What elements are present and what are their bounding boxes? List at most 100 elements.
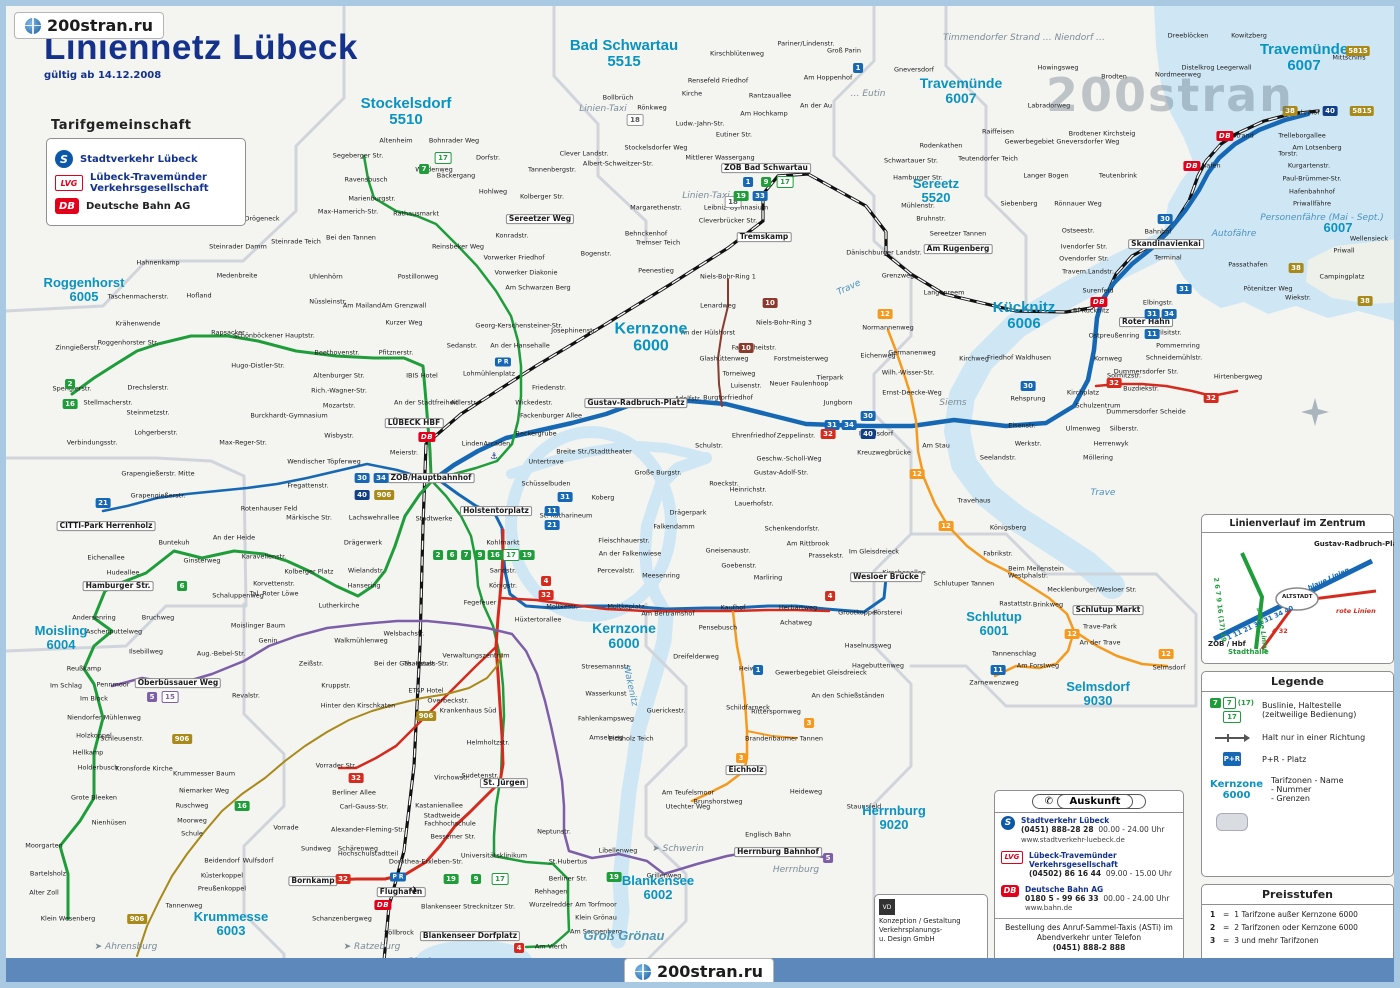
stop-label: Sandstr. bbox=[489, 566, 517, 575]
inset-red-numbers: 4 32 bbox=[1272, 627, 1288, 635]
stop-label: Dreifelderweg bbox=[673, 652, 719, 661]
stop-label: Travem.Landstr. bbox=[1062, 267, 1114, 276]
line-number-badge: 3 bbox=[804, 718, 814, 728]
stop-label: Ulmenweg bbox=[1065, 424, 1101, 433]
stop-label: Dänischburger Landstr. bbox=[846, 248, 922, 257]
stop-label: An der Trave bbox=[1079, 638, 1121, 647]
line-number-badge: 3 bbox=[736, 753, 746, 763]
line-number-badge: DB bbox=[418, 432, 436, 442]
stop-label: Hudeallee bbox=[106, 568, 140, 577]
line-number-badge: 32 bbox=[820, 429, 836, 439]
stop-label: Grote Bleeken bbox=[70, 793, 118, 802]
stop-label: Grillenweg bbox=[646, 871, 682, 880]
stop-label: Carl-Gauss-Str. bbox=[339, 802, 389, 811]
stop-label: Große Burgstr. bbox=[634, 468, 682, 477]
stop-label: Holzkoppel bbox=[76, 731, 112, 740]
stop-label: Meierstr. bbox=[389, 448, 419, 457]
stop-label: Tremskamp bbox=[736, 232, 792, 242]
stop-label: Grapengießerstr. bbox=[130, 491, 186, 500]
stop-label: Krankenhaus Süd bbox=[439, 706, 497, 715]
stop-label: Adlerstr. bbox=[450, 398, 478, 407]
stop-label: Rotenhauser Feld bbox=[240, 504, 298, 513]
db-logo-icon: DB bbox=[1001, 884, 1019, 897]
tariff-member-db: DB Deutsche Bahn AG bbox=[55, 198, 237, 214]
stop-label: Th.-Heuss-Str. bbox=[403, 659, 449, 668]
line-number-badge: 19 bbox=[733, 191, 749, 201]
line-number-badge: 21 bbox=[544, 520, 560, 530]
stop-label: Hugo-Distler-Str. bbox=[231, 361, 285, 370]
stop-label: Märkische Str. bbox=[286, 513, 332, 522]
stop-label: Klein Grönau bbox=[575, 913, 617, 922]
stop-label: Tierpark bbox=[816, 373, 844, 382]
area-label: ➤ Ahrensburg bbox=[94, 942, 158, 952]
stop-label: Hafenbahnhof bbox=[1288, 187, 1336, 196]
stop-label: Zeppelinstr. bbox=[776, 431, 816, 440]
stop-label: Roggenhorster Str. bbox=[97, 338, 159, 347]
stop-label: Hinter den Kirschkaten bbox=[320, 701, 396, 710]
stop-label: Wasserkunst bbox=[585, 689, 627, 698]
tariff-member-name: Lübeck-Travemünder Verkehrsgesellschaft bbox=[90, 172, 209, 194]
stop-label: Steinrade Teich bbox=[271, 237, 321, 246]
stop-label: Priwallfähre bbox=[1292, 199, 1332, 208]
stop-label: An der Hansehalle bbox=[490, 341, 550, 350]
stop-label: Beidendorf bbox=[204, 856, 240, 865]
stop-label: Universitätsklinikum bbox=[460, 851, 528, 860]
transit-line bbox=[70, 334, 433, 478]
stop-label: Bartelsholz bbox=[29, 869, 67, 878]
stop-label: Lachswehrallee bbox=[348, 513, 400, 522]
stop-label: Lohmühlenplatz bbox=[463, 369, 515, 378]
stop-label: Wulfsdorf bbox=[242, 856, 274, 865]
stop-label: Schärenweg bbox=[338, 844, 378, 853]
stop-label: Peenestieg bbox=[638, 266, 674, 275]
line-number-badge: 17 bbox=[776, 176, 794, 188]
park-and-ride-icon: P+R bbox=[1210, 752, 1254, 766]
stop-label: Oberbüssauer Weg bbox=[134, 678, 222, 688]
stop-label: Am Schwarzen Berg bbox=[505, 283, 571, 292]
inset-title: Linienverlauf im Zentrum bbox=[1202, 515, 1393, 533]
transit-line bbox=[944, 228, 1184, 599]
stop-label: Verbindungsstr. bbox=[66, 438, 118, 447]
stop-label: Küsterkoppel bbox=[200, 871, 244, 880]
transit-line bbox=[690, 610, 749, 803]
stop-label: Burckhardt-Gymnasium bbox=[250, 411, 328, 420]
stop-label: Lohgerberstr. bbox=[134, 428, 178, 437]
asti-note: Bestellung des Anruf-Sammel-Taxis (ASTi)… bbox=[995, 918, 1183, 956]
transit-line bbox=[506, 441, 711, 479]
legend-box: Legende 7 7 (17) 17 Buslinie, Haltestell… bbox=[1201, 671, 1394, 877]
stop-label: ETAP Hotel bbox=[408, 686, 444, 695]
transit-line bbox=[312, 528, 505, 883]
line-number-badge: 5 bbox=[147, 692, 157, 702]
stop-label: Am Rittbrook bbox=[786, 539, 830, 548]
stop-label: Vorrade bbox=[273, 823, 299, 832]
stop-label: Bahnhof bbox=[1292, 108, 1320, 117]
stop-label: Mittlerer Wassergang bbox=[685, 153, 755, 162]
stop-label: Beethovenstr. bbox=[314, 348, 360, 357]
area-label: Timmendorfer Strand … Niendorf … bbox=[943, 33, 1105, 43]
stop-label: Moislinger Baum bbox=[230, 621, 286, 630]
line-number-badge: 17 bbox=[491, 873, 509, 885]
stop-label: Ovendorfer Str. bbox=[1059, 254, 1109, 263]
stop-label: Schlutuper Tannen bbox=[933, 579, 995, 588]
stop-label: Vorwerker Diakonie bbox=[494, 268, 558, 277]
stop-label: LÜBECK HBF bbox=[384, 418, 444, 428]
line-number-badge: 31 bbox=[1176, 284, 1192, 294]
stop-label: Cleverbrücker Str. bbox=[698, 216, 758, 225]
stop-label: Drägerwerk bbox=[343, 538, 383, 547]
line-badge-paren: (17) bbox=[1237, 699, 1254, 707]
line-number-badge: 1 bbox=[743, 177, 753, 187]
stop-label: Alter Zoll bbox=[29, 888, 59, 897]
stop-label: Trelleborgallee bbox=[1278, 131, 1326, 140]
stop-label: Weidenweg bbox=[415, 165, 453, 174]
stop-label: St. Jürgen bbox=[479, 778, 529, 788]
stop-label: Kurgartenstr. bbox=[1287, 161, 1331, 170]
stop-label: Gewerbegebiet Gleisdreieck bbox=[775, 668, 867, 677]
stop-label: Hofland bbox=[186, 291, 212, 300]
stop-label: Im Block bbox=[80, 694, 108, 703]
stop-label: Stockelsdorfer Weg bbox=[624, 143, 688, 152]
line-number-badge: 16 bbox=[62, 399, 78, 409]
line-number-badge: 6 bbox=[177, 581, 187, 591]
tariff-member-stadtverkehr: S Stadtverkehr Lübeck bbox=[55, 150, 237, 168]
